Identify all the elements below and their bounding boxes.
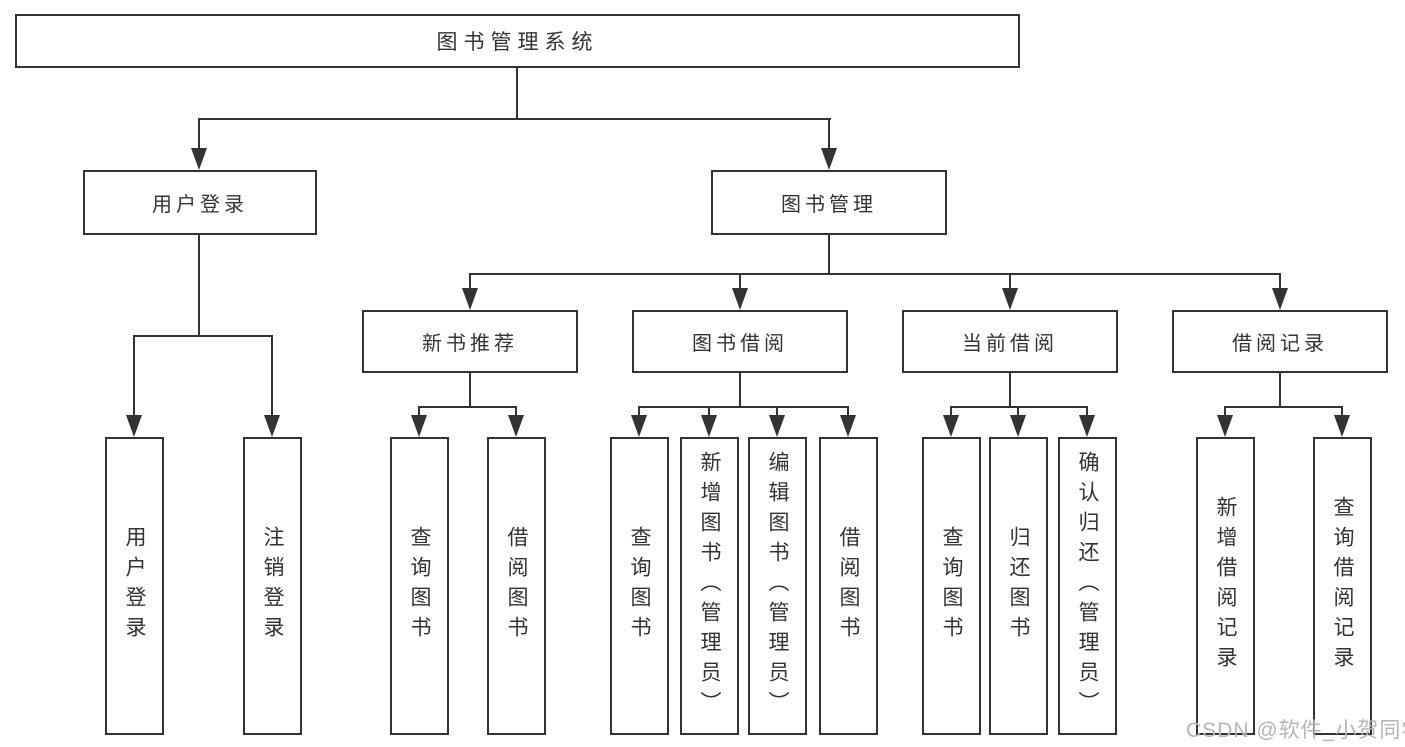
connector-book-mgmt-branch-3 (1009, 273, 1011, 293)
leaf-label: 注销登录 (261, 526, 284, 646)
connector-current-branch-3 (1086, 406, 1088, 420)
arrowhead (1217, 415, 1233, 437)
leaf-recommend-query-book: 查询图书 (390, 437, 449, 735)
leaf-label: 查询图书 (940, 526, 963, 646)
node-book-borrow: 图书借阅 (632, 310, 848, 373)
leaf-label: 查询图书 (408, 526, 431, 646)
connector-recommend-stem (469, 373, 471, 406)
connector-borrow-stem (739, 373, 741, 406)
leaf-logout: 注销登录 (243, 437, 302, 735)
connector-root-stem (516, 68, 518, 118)
connector-root-branch-left (198, 118, 200, 152)
connector-borrow-branch-4 (847, 406, 849, 420)
leaf-borrow-query-book: 查询图书 (610, 437, 669, 735)
leaf-edit-book-admin: 编辑图书（管理员） (748, 437, 807, 735)
arrowhead (191, 148, 207, 170)
connector-record-branch-1 (1224, 406, 1226, 420)
arrowhead (1079, 415, 1095, 437)
leaf-label: 编辑图书（管理员） (766, 451, 789, 721)
arrowhead (631, 415, 647, 437)
connector-current-branch-2 (1017, 406, 1019, 420)
arrowhead (1272, 288, 1288, 310)
leaf-label: 查询图书 (628, 526, 651, 646)
arrowhead (701, 415, 717, 437)
connector-current-rail (950, 406, 1088, 408)
arrowhead (1334, 415, 1350, 437)
node-library-management-system: 图书管理系统 (15, 14, 1020, 68)
node-new-book-recommend: 新书推荐 (362, 310, 578, 373)
connector-user-login-branch-1 (133, 335, 135, 420)
connector-record-branch-2 (1341, 406, 1343, 420)
connector-current-branch-1 (950, 406, 952, 420)
connector-recommend-rail (418, 406, 517, 408)
leaf-add-borrow-record: 新增借阅记录 (1196, 437, 1255, 735)
connector-book-mgmt-branch-2 (739, 273, 741, 293)
arrowhead (821, 148, 837, 170)
arrowhead (508, 415, 524, 437)
leaf-label: 归还图书 (1007, 526, 1030, 646)
node-borrow-record: 借阅记录 (1172, 310, 1388, 373)
leaf-label: 用户登录 (123, 526, 146, 646)
connector-root-branch-right (828, 118, 830, 152)
leaf-borrow-book: 借阅图书 (819, 437, 878, 735)
arrowhead (840, 415, 856, 437)
leaf-label: 新增图书（管理员） (698, 451, 721, 721)
arrowhead (1002, 288, 1018, 310)
leaf-query-borrow-record: 查询借阅记录 (1313, 437, 1372, 735)
connector-user-login-stem (198, 235, 200, 335)
connector-book-mgmt-rail (469, 273, 1281, 275)
connector-book-mgmt-branch-1 (469, 273, 471, 293)
connector-book-mgmt-branch-4 (1279, 273, 1281, 293)
connector-borrow-branch-3 (776, 406, 778, 420)
arrowhead (411, 415, 427, 437)
node-current-borrow: 当前借阅 (902, 310, 1118, 373)
connector-book-mgmt-stem (828, 235, 830, 273)
connector-borrow-branch-2 (708, 406, 710, 420)
connector-record-stem (1279, 373, 1281, 406)
arrowhead (1010, 415, 1026, 437)
node-book-management: 图书管理 (711, 170, 947, 235)
connector-recommend-branch-1 (418, 406, 420, 420)
arrowhead (769, 415, 785, 437)
leaf-label: 借阅图书 (505, 526, 528, 646)
leaf-label: 新增借阅记录 (1214, 496, 1237, 676)
connector-record-rail (1224, 406, 1343, 408)
connector-user-login-rail (133, 335, 273, 337)
connector-current-stem (1009, 373, 1011, 406)
csdn-watermark: CSDN @软件_小贺同学 (1186, 719, 1405, 742)
leaf-label: 查询借阅记录 (1331, 496, 1354, 676)
arrowhead (462, 288, 478, 310)
leaf-label: 借阅图书 (837, 526, 860, 646)
connector-recommend-branch-2 (515, 406, 517, 420)
connector-root-rail (198, 118, 831, 120)
leaf-user-login: 用户登录 (105, 437, 164, 735)
arrowhead (943, 415, 959, 437)
leaf-confirm-return-admin: 确认归还（管理员） (1058, 437, 1117, 735)
leaf-current-query-book: 查询图书 (922, 437, 981, 735)
arrowhead (732, 288, 748, 310)
arrowhead (126, 415, 142, 437)
connector-borrow-rail (638, 406, 849, 408)
leaf-add-book-admin: 新增图书（管理员） (680, 437, 739, 735)
node-user-login: 用户登录 (83, 170, 317, 235)
leaf-label: 确认归还（管理员） (1076, 451, 1099, 721)
connector-borrow-branch-1 (638, 406, 640, 420)
leaf-return-book: 归还图书 (989, 437, 1048, 735)
arrowhead (264, 415, 280, 437)
connector-user-login-branch-2 (271, 335, 273, 420)
leaf-recommend-borrow-book: 借阅图书 (487, 437, 546, 735)
